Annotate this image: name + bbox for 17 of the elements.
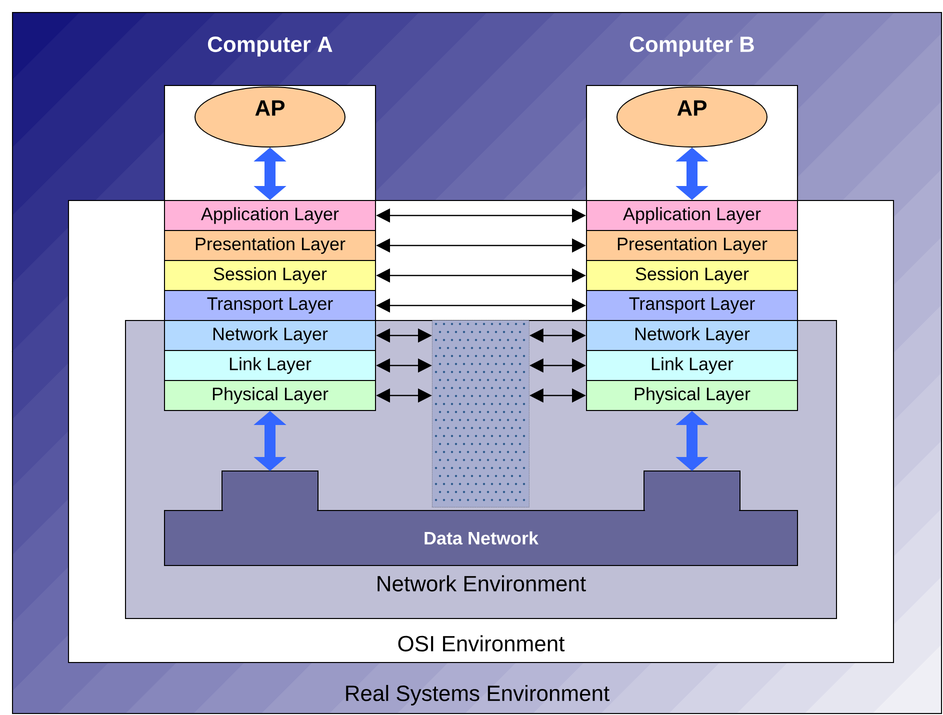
layer-box: Application Layer (586, 200, 798, 231)
layer-box: Network Layer (586, 320, 798, 351)
layer-box: Physical Layer (586, 380, 798, 411)
node-label: Computer A (208, 36, 332, 56)
layer-box: Presentation Layer (164, 230, 376, 261)
layer-box: Transport Layer (164, 290, 376, 321)
layer-box: Physical Layer (164, 380, 376, 411)
layer-box: Link Layer (586, 350, 798, 381)
layer-box: Network Layer (164, 320, 376, 351)
layer-box: Transport Layer (586, 290, 798, 321)
layer-box: Presentation Layer (586, 230, 798, 261)
layer-box: Link Layer (164, 350, 376, 381)
relay-box (432, 320, 530, 508)
layer-box: Session Layer (586, 260, 798, 291)
node-label: Computer B (630, 36, 754, 56)
layer-box: Application Layer (164, 200, 376, 231)
layer-box: Session Layer (164, 260, 376, 291)
